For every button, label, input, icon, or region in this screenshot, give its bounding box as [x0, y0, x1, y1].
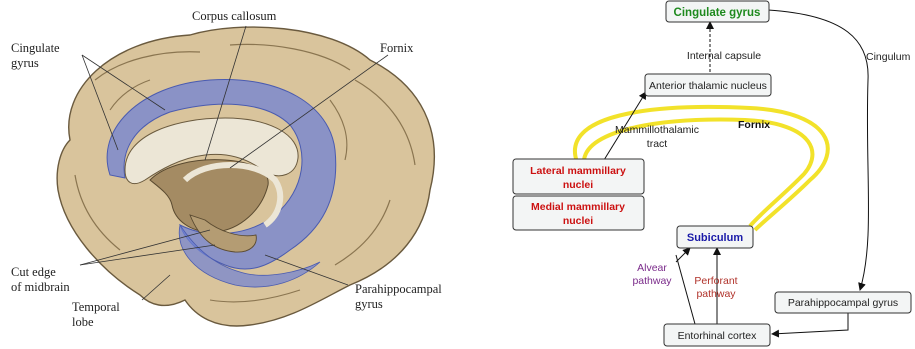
- label-cingulate-gyrus-2: gyrus: [11, 56, 39, 70]
- label-cingulate-gyrus: Cingulate: [11, 41, 60, 55]
- label-fornix-tract: Fornix: [738, 119, 770, 131]
- label-mammillothalamic-2: tract: [647, 138, 668, 150]
- svg-text:Subiculum: Subiculum: [687, 232, 743, 244]
- node-medial-mammillary: Medial mammillary nuclei: [513, 196, 644, 230]
- label-cingulum: Cingulum: [866, 51, 911, 63]
- label-alvear-pathway: Alvear: [637, 262, 667, 274]
- label-parahippocampal: Parahippocampal: [355, 282, 442, 296]
- svg-text:Lateral mammillary: Lateral mammillary: [530, 165, 626, 177]
- label-cut-edge-2: of midbrain: [11, 280, 70, 294]
- node-lateral-mammillary: Lateral mammillary nuclei: [513, 159, 644, 194]
- label-cut-edge: Cut edge: [11, 265, 56, 279]
- svg-text:Cingulate gyrus: Cingulate gyrus: [674, 7, 761, 19]
- label-perforant-pathway-2: pathway: [696, 288, 736, 300]
- label-temporal-lobe: Temporal: [72, 300, 120, 314]
- node-anterior-thalamic: Anterior thalamic nucleus: [645, 74, 771, 96]
- svg-text:nuclei: nuclei: [563, 215, 593, 227]
- label-perforant-pathway: Perforant: [694, 275, 737, 287]
- svg-text:nuclei: nuclei: [563, 179, 593, 191]
- label-parahippocampal-2: gyrus: [355, 297, 383, 311]
- svg-text:Entorhinal cortex: Entorhinal cortex: [678, 330, 758, 342]
- node-cingulate-gyrus: Cingulate gyrus: [666, 1, 769, 22]
- svg-text:Anterior thalamic nucleus: Anterior thalamic nucleus: [649, 80, 767, 92]
- label-mammillothalamic: Mammillothalamic: [615, 124, 699, 136]
- label-internal-capsule: Internal capsule: [687, 50, 761, 62]
- node-entorhinal: Entorhinal cortex: [664, 324, 770, 346]
- label-fornix: Fornix: [380, 41, 414, 55]
- node-subiculum: Subiculum: [677, 226, 753, 248]
- label-alvear-pathway-2: pathway: [632, 275, 672, 287]
- svg-text:Parahippocampal gyrus: Parahippocampal gyrus: [788, 297, 898, 309]
- label-temporal-lobe-2: lobe: [72, 315, 94, 329]
- node-parahippocampal: Parahippocampal gyrus: [775, 292, 911, 313]
- svg-text:Medial mammillary: Medial mammillary: [531, 201, 625, 213]
- label-corpus-callosum: Corpus callosum: [192, 9, 277, 23]
